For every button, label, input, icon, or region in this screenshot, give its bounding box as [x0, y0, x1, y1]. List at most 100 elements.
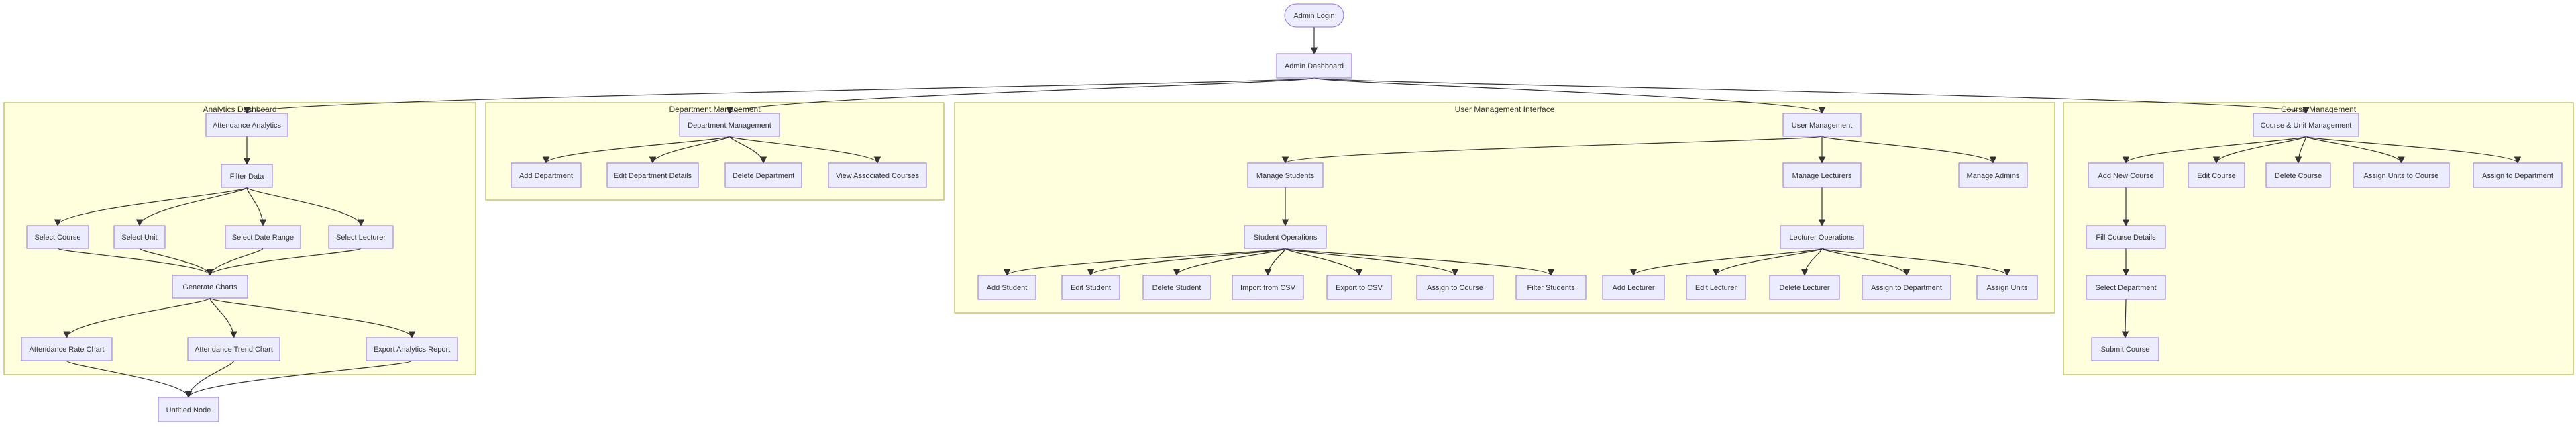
node-box	[1276, 53, 1352, 79]
node-select-unit[interactable]: Select Unit	[113, 225, 166, 249]
node-submit-course[interactable]: Submit Course	[2091, 337, 2159, 361]
cluster-label: Department Management	[669, 105, 761, 114]
edge-course-unit-management-to-assign-units-to-course	[2305, 136, 2405, 164]
cluster-label: User Management Interface	[1455, 105, 1555, 114]
node-label: Edit Student	[1071, 284, 1111, 292]
node-edit-lecturer[interactable]: Edit Lecturer	[1686, 275, 1746, 300]
node-manage-students[interactable]: Manage Students	[1247, 162, 1324, 188]
edge-admin-dashboard-to-attendance-analytics	[244, 77, 1315, 115]
node-delete-student[interactable]: Delete Student	[1142, 275, 1211, 300]
node-label: Delete Course	[2275, 172, 2322, 180]
edge-department-management-to-view-associated-courses	[729, 136, 881, 164]
node-box	[158, 397, 219, 422]
node-box	[606, 162, 699, 188]
node-label: Filter Data	[230, 173, 265, 181]
node-department-management[interactable]: Department Management	[679, 113, 780, 137]
node-box	[1244, 225, 1327, 249]
node-label: Select Unit	[121, 234, 157, 242]
node-attendance-trend-chart[interactable]: Attendance Trend Chart	[187, 337, 280, 361]
node-select-course[interactable]: Select Course	[26, 225, 89, 249]
node-student-operations[interactable]: Student Operations	[1244, 225, 1327, 249]
node-manage-lecturers[interactable]: Manage Lecturers	[1782, 162, 1862, 188]
edge-attendance-rate-chart-to-untitled-node	[66, 360, 193, 399]
node-label: Select Date Range	[232, 234, 294, 242]
edge-department-management-to-edit-department-details	[649, 136, 731, 164]
node-label: Submit Course	[2101, 346, 2150, 354]
edges-layer	[54, 26, 2522, 399]
node-box	[1782, 162, 1862, 188]
node-select-lecturer[interactable]: Select Lecturer	[328, 225, 394, 249]
node-label: Select Department	[2095, 284, 2156, 292]
node-box	[2088, 162, 2164, 188]
node-label: Edit Department Details	[614, 172, 692, 180]
node-label: Select Lecturer	[336, 234, 386, 242]
node-add-new-course[interactable]: Add New Course	[2088, 162, 2164, 188]
edge-select-course-to-generate-charts	[57, 248, 214, 277]
node-label: Manage Students	[1256, 172, 1315, 180]
node-box	[2253, 113, 2359, 137]
node-view-associated-courses[interactable]: View Associated Courses	[828, 162, 927, 188]
node-label: Assign to Course	[1427, 284, 1483, 292]
node-attendance-rate-chart[interactable]: Attendance Rate Chart	[21, 337, 113, 361]
node-label: Attendance Analytics	[213, 122, 282, 130]
node-box	[511, 162, 582, 188]
node-user-management[interactable]: User Management	[1782, 113, 1862, 137]
node-export-analytics-report[interactable]: Export Analytics Report	[366, 337, 458, 361]
node-manage-admins[interactable]: Manage Admins	[1958, 162, 2028, 188]
edge-department-management-to-delete-department	[729, 136, 767, 164]
node-generate-charts[interactable]: Generate Charts	[172, 275, 248, 299]
node-add-student[interactable]: Add Student	[977, 275, 1036, 300]
node-select-department[interactable]: Select Department	[2086, 275, 2166, 300]
node-box	[21, 337, 113, 361]
node-filter-students[interactable]: Filter Students	[1515, 275, 1587, 300]
node-filter-data[interactable]: Filter Data	[221, 164, 273, 188]
node-box	[26, 225, 89, 249]
node-edit-course[interactable]: Edit Course	[2188, 162, 2245, 188]
node-admin-login[interactable]: Admin Login	[1284, 3, 1344, 28]
node-box	[1416, 275, 1494, 300]
edge-course-unit-management-to-add-new-course	[2122, 136, 2307, 164]
node-box	[1247, 162, 1324, 188]
node-edit-department-details[interactable]: Edit Department Details	[606, 162, 699, 188]
node-assign-to-department-course[interactable]: Assign to Department	[2473, 162, 2563, 188]
node-box	[221, 164, 273, 188]
edge-student-operations-to-assign-to-course	[1285, 248, 1459, 277]
node-import-from-csv[interactable]: Import from CSV	[1232, 275, 1304, 300]
node-label: Add Student	[987, 284, 1028, 292]
node-label: Delete Department	[733, 172, 794, 180]
node-fill-course-details[interactable]: Fill Course Details	[2086, 225, 2166, 249]
node-course-unit-management[interactable]: Course & Unit Management	[2253, 113, 2359, 137]
node-label: Assign to Department	[2482, 172, 2553, 180]
node-untitled-node[interactable]: Untitled Node	[158, 397, 219, 422]
node-admin-dashboard[interactable]: Admin Dashboard	[1276, 53, 1352, 79]
edge-student-operations-to-import-from-csv	[1264, 248, 1286, 277]
node-select-date-range[interactable]: Select Date Range	[225, 225, 301, 249]
node-lecturer-operations[interactable]: Lecturer Operations	[1780, 225, 1864, 249]
node-label: Manage Admins	[1967, 172, 2020, 180]
node-box	[1686, 275, 1746, 300]
node-delete-course[interactable]: Delete Course	[2265, 162, 2331, 188]
edge-student-operations-to-add-student	[1003, 248, 1286, 277]
node-box	[1515, 275, 1587, 300]
node-box	[2086, 225, 2166, 249]
node-assign-to-department-lecturer[interactable]: Assign to Department	[1862, 275, 1951, 300]
edge-select-department-to-submit-course	[2121, 299, 2129, 339]
node-label: Attendance Trend Chart	[195, 346, 273, 354]
node-delete-lecturer[interactable]: Delete Lecturer	[1769, 275, 1840, 300]
node-export-to-csv[interactable]: Export to CSV	[1326, 275, 1392, 300]
node-assign-units[interactable]: Assign Units	[1976, 275, 2038, 300]
node-assign-units-to-course[interactable]: Assign Units to Course	[2353, 162, 2450, 188]
node-add-department[interactable]: Add Department	[511, 162, 582, 188]
node-assign-to-course[interactable]: Assign to Course	[1416, 275, 1494, 300]
edge-department-management-to-add-department	[542, 136, 731, 164]
node-edit-student[interactable]: Edit Student	[1061, 275, 1120, 300]
node-box	[1142, 275, 1211, 300]
edge-lecturer-operations-to-assign-units	[1821, 248, 2011, 277]
node-add-lecturer[interactable]: Add Lecturer	[1602, 275, 1665, 300]
node-label: Filter Students	[1527, 284, 1575, 292]
node-delete-department[interactable]: Delete Department	[724, 162, 802, 188]
node-label: Student Operations	[1254, 234, 1318, 242]
node-label: Assign Units	[1986, 284, 2028, 292]
node-attendance-analytics[interactable]: Attendance Analytics	[205, 113, 288, 137]
